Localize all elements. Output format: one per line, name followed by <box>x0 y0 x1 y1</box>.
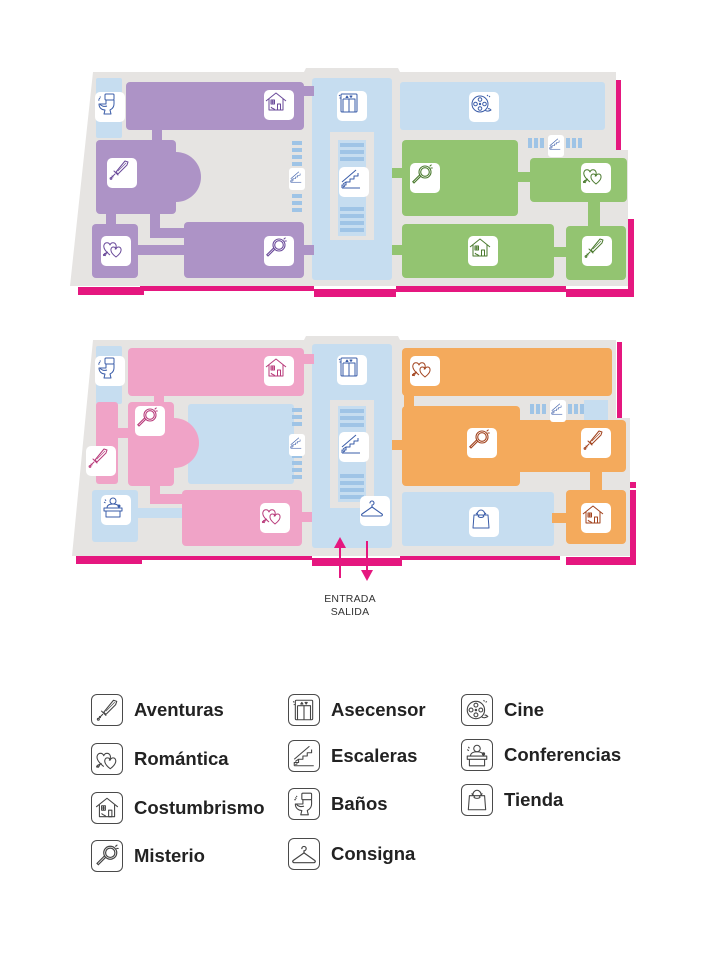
house-icon <box>264 356 288 380</box>
stairs-icon <box>289 434 303 452</box>
house-icon <box>94 795 120 821</box>
upper-misterio-right-tile[interactable] <box>410 163 440 193</box>
upper-misterio-tile[interactable] <box>264 236 294 266</box>
film-reel-icon <box>464 697 490 723</box>
legend-label: Consigna <box>331 843 416 864</box>
legend-item-aventuras: Aventuras <box>91 692 224 728</box>
toilet-icon <box>291 791 317 817</box>
magnifier-icon <box>467 428 491 452</box>
legend-item-asecensor: Asecensor <box>288 692 426 728</box>
legend-icon-box <box>461 694 493 726</box>
magnifier-icon <box>135 406 159 430</box>
upper-aventuras-tile[interactable] <box>107 158 137 188</box>
legend-icon-box <box>91 694 123 726</box>
upper-elevator-tile[interactable] <box>337 91 367 121</box>
hanger-icon <box>360 496 384 520</box>
upper-aventuras-right-tile[interactable] <box>582 236 612 266</box>
legend-icon-box <box>288 740 320 772</box>
legend-icon-box <box>461 739 493 771</box>
entrance-text: ENTRADA <box>324 593 376 605</box>
legend-label: Tienda <box>504 789 564 810</box>
legend-item-consigna: Consigna <box>288 836 415 872</box>
entrance-label: ENTRADA SALIDA <box>300 593 400 619</box>
bag-icon <box>469 507 493 531</box>
ground-consigna-tile[interactable] <box>360 496 390 526</box>
legend-label: Baños <box>331 793 388 814</box>
hearts-icon <box>410 356 434 380</box>
ground-right-stairs-tile[interactable] <box>550 400 566 422</box>
sword-icon <box>86 446 110 470</box>
upper-romantica-right-tile[interactable] <box>581 163 611 193</box>
toilet-icon <box>95 356 119 380</box>
ground-tienda-tile[interactable] <box>469 507 499 537</box>
stairs-icon <box>339 432 363 456</box>
upper-side-stairs-tile[interactable] <box>289 168 305 190</box>
legend-icon-box <box>461 784 493 816</box>
legend-label: Costumbrismo <box>134 797 265 818</box>
legend-icon-box <box>91 840 123 872</box>
ground-stairs-tile[interactable] <box>339 432 369 462</box>
upper-toilet-tile[interactable] <box>95 92 125 122</box>
legend-label: Misterio <box>134 845 205 866</box>
ground-elevator-tile[interactable] <box>337 355 367 385</box>
legend-item-tienda: Tienda <box>461 782 563 818</box>
legend-label: Asecensor <box>331 699 426 720</box>
ground-toilet-tile[interactable] <box>95 356 125 386</box>
upper-stairs-tile[interactable] <box>339 167 369 197</box>
upper-costumbrismo-right-tile[interactable] <box>468 236 498 266</box>
legend-icon-box <box>91 792 123 824</box>
house-icon <box>581 503 605 527</box>
legend-item-misterio: Misterio <box>91 838 205 874</box>
legend-label: Escaleras <box>331 745 418 766</box>
ground-costumbrismo-tile[interactable] <box>264 356 294 386</box>
ground-aventuras-tile[interactable] <box>86 446 116 476</box>
legend-item-banos: Baños <box>288 786 388 822</box>
legend-label: Conferencias <box>504 744 622 765</box>
hearts-icon <box>94 746 120 772</box>
lecture-icon <box>464 742 490 768</box>
legend-item-escaleras: Escaleras <box>288 738 417 774</box>
elevator-icon <box>337 355 361 379</box>
legend-item-romantica: Romántica <box>91 741 229 777</box>
ground-conferencias-tile[interactable] <box>101 495 131 525</box>
bag-icon <box>464 787 490 813</box>
legend-label: Romántica <box>134 748 229 769</box>
upper-costumbrismo-tile[interactable] <box>264 90 294 120</box>
legend-label: Cine <box>504 699 545 720</box>
hanger-icon <box>291 841 317 867</box>
ground-costumbrismo-right-tile[interactable] <box>581 503 611 533</box>
legend-icon-box <box>91 743 123 775</box>
sword-icon <box>581 428 605 452</box>
legend-item-costumbrismo: Costumbrismo <box>91 790 265 826</box>
ground-misterio-right-tile[interactable] <box>467 428 497 458</box>
ground-romantica-tile[interactable] <box>260 503 290 533</box>
ground-side-stairs-tile[interactable] <box>289 434 305 456</box>
legend-icon-box <box>288 838 320 870</box>
legend-icon-box <box>288 788 320 820</box>
sword-icon <box>94 697 120 723</box>
legend-label: Aventuras <box>134 699 224 720</box>
exit-text: SALIDA <box>330 606 370 618</box>
ground-romantica-right-tile[interactable] <box>410 356 440 386</box>
upper-right-stairs-tile[interactable] <box>548 135 564 157</box>
stairs-icon <box>291 743 317 769</box>
magnifier-icon <box>94 843 120 869</box>
lecture-icon <box>101 495 125 519</box>
upper-cine-tile[interactable] <box>469 92 499 122</box>
stairs-icon <box>550 400 564 418</box>
upper-romantica-tile[interactable] <box>101 236 131 266</box>
legend-item-cine: Cine <box>461 692 544 728</box>
ground-misterio-tile[interactable] <box>135 406 165 436</box>
ground-aventuras-right-tile[interactable] <box>581 428 611 458</box>
legend-icon-box <box>288 694 320 726</box>
elevator-icon <box>291 697 317 723</box>
legend-item-conferencias: Conferencias <box>461 737 621 773</box>
hearts-icon <box>260 503 284 527</box>
